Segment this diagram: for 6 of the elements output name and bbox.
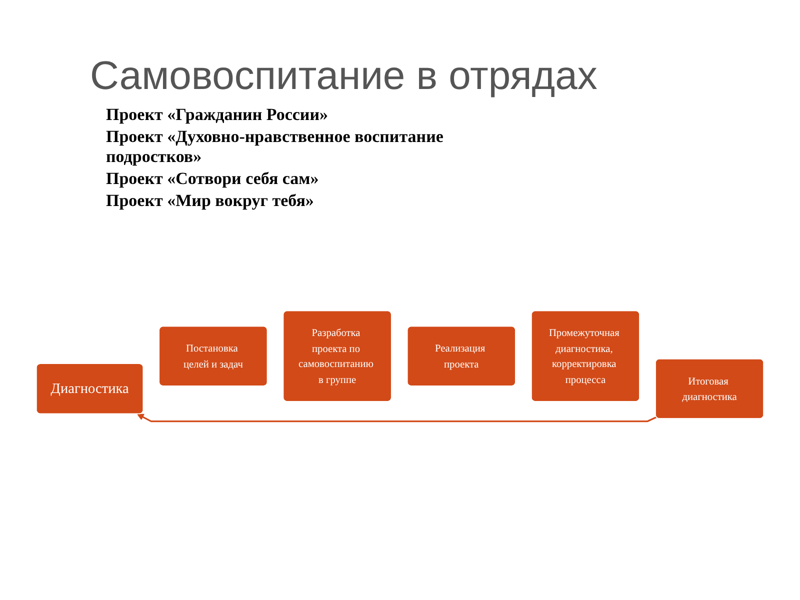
project-name: Проект «Гражданин России»	[106, 105, 330, 125]
arrow	[137, 414, 657, 422]
slide-title: Самовоспитание в отрядах	[90, 54, 598, 99]
project-name: Проект «Духовно-нравственное воспитание подростков»	[106, 127, 444, 167]
project-name: Проект «Сотвори себя сам»	[106, 169, 320, 189]
project-name: Проект «Мир вокруг тебя»	[106, 191, 315, 211]
